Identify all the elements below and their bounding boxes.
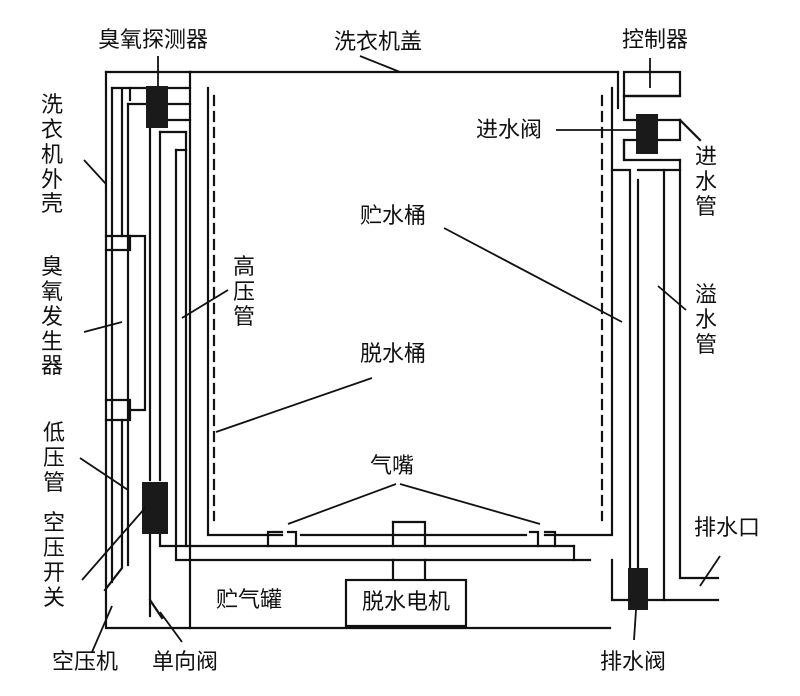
right-side-pipes [610,70,720,602]
leader-air-nozzle-left [287,483,397,525]
spin-tub-outline [212,94,604,522]
leader-check-valve [159,611,183,643]
label-ozone-generator: 臭氧发生器 [40,255,63,380]
leader-air-nozzle-right [399,483,541,525]
outer-cabinet [104,70,620,630]
air-nozzles [266,530,557,548]
check-valve-line [148,598,164,620]
label-overflow-pipe: 溢水管 [694,283,717,358]
drain-valve-block [628,568,648,610]
label-drain-outlet: 排水口 [694,516,761,541]
leader-high-pressure-pipe [181,289,229,319]
leader-washer-lid [359,55,401,73]
leader-low-pressure-pipe [79,457,129,491]
leader-overflow-pipe [657,285,687,311]
label-drain-valve: 排水阀 [600,650,667,675]
label-water-tub: 贮水桶 [360,204,427,229]
inlet-valve-block [636,114,658,154]
leader-pressure-switch [81,507,146,581]
label-washer-shell: 洗衣机外壳 [40,93,63,218]
leader-drain-outlet [699,555,721,587]
leader-spin-tub [215,377,373,433]
label-low-pressure-pipe: 低压管 [42,421,65,496]
label-air-nozzle: 气嘴 [370,454,415,479]
high-pressure-pipe [110,86,592,618]
water-tub-outline [206,86,614,537]
label-controller: 控制器 [622,28,689,53]
label-check-valve: 单向阀 [152,650,219,675]
label-high-pressure-pipe: 高压管 [232,255,255,330]
label-inlet-valve: 进水阀 [476,118,543,143]
label-spin-motor: 脱水电机 [362,590,451,615]
label-inlet-pipe: 进水管 [694,145,717,220]
ozone-detector-block [146,86,168,128]
label-washer-lid: 洗衣机盖 [334,30,423,55]
label-spin-tub: 脱水桶 [360,342,427,367]
ozone-generator-recess [103,88,147,592]
label-ozone-detector: 臭氧探测器 [98,28,209,53]
leader-drain-valve [633,609,637,641]
leader-ozone-generator [83,321,123,333]
spin-motor-box [344,578,468,628]
label-air-tank: 贮气罐 [216,588,283,613]
pressure-switch-block [142,482,168,534]
leader-water-tub [443,227,623,323]
leader-air-compressor [91,605,113,653]
motor-shaft [391,520,427,582]
leader-washer-shell [83,159,107,185]
label-air-compressor: 空压机 [52,650,119,675]
label-pressure-switch: 空压开关 [42,511,65,611]
